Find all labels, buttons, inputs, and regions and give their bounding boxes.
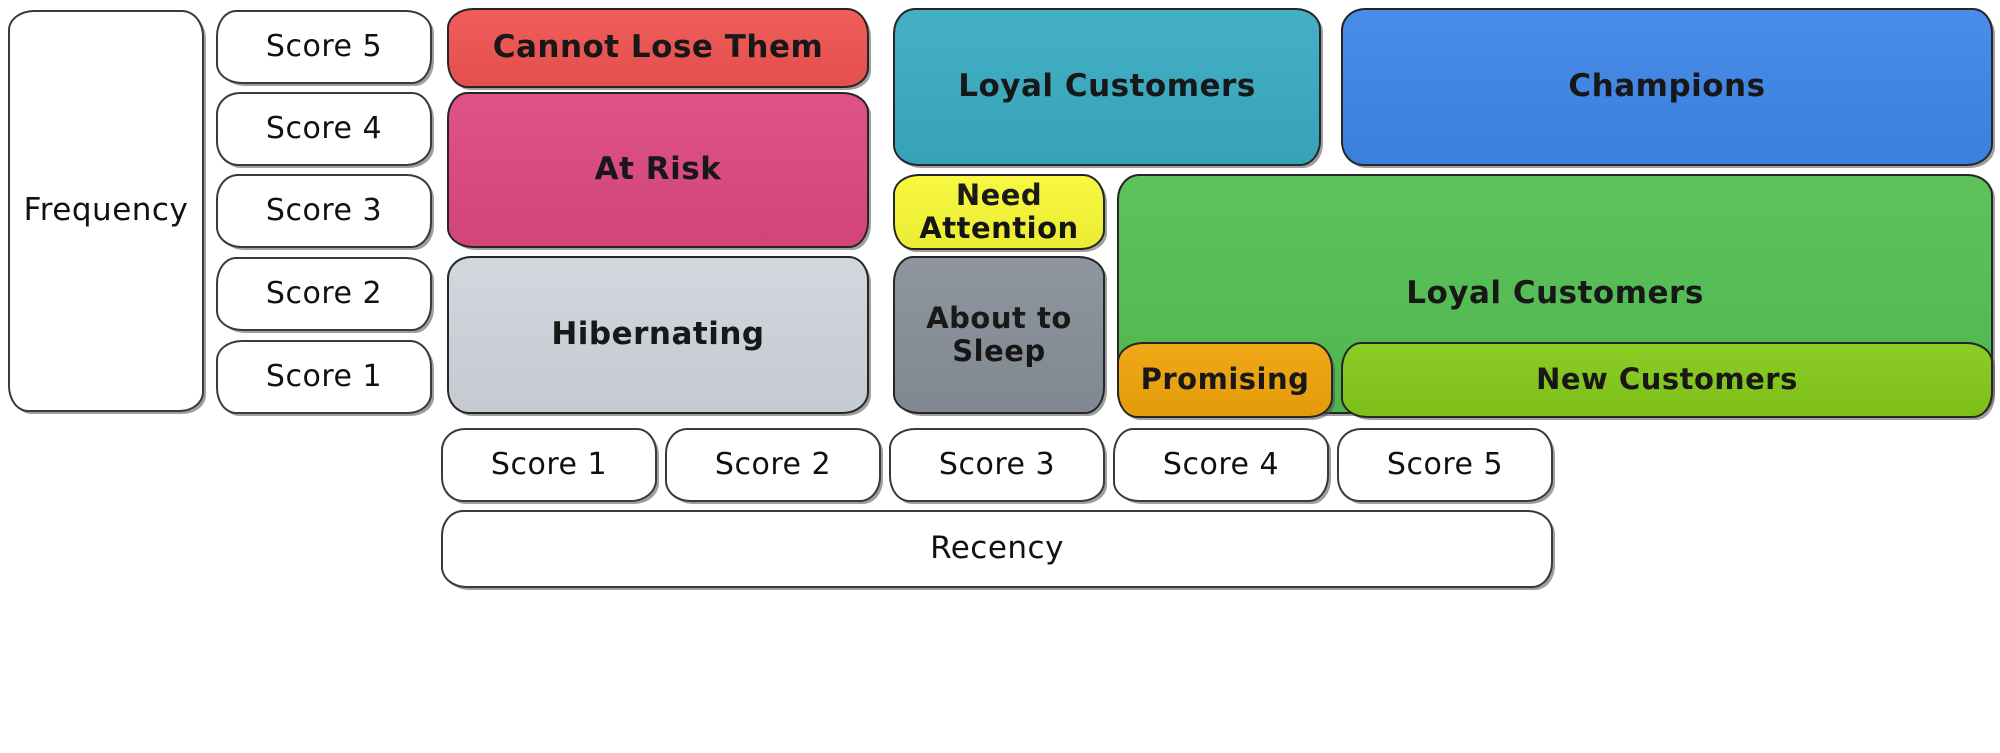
frequency-score-1: Score 1 (216, 340, 432, 414)
recency-score-1: Score 1 (441, 428, 657, 502)
segment-about-to-sleep[interactable]: About to Sleep (893, 256, 1105, 414)
segment-at-risk[interactable]: At Risk (447, 92, 869, 248)
segment-champions[interactable]: Champions (1341, 8, 1993, 166)
recency-score-4: Score 4 (1113, 428, 1329, 502)
frequency-axis-title: Frequency (8, 10, 204, 412)
segment-promising[interactable]: Promising (1117, 342, 1333, 418)
segment-hibernating[interactable]: Hibernating (447, 256, 869, 414)
segment-new-customers[interactable]: New Customers (1341, 342, 1993, 418)
frequency-score-5: Score 5 (216, 10, 432, 84)
recency-score-2: Score 2 (665, 428, 881, 502)
segment-loyal-customers-teal[interactable]: Loyal Customers (893, 8, 1321, 166)
recency-score-3: Score 3 (889, 428, 1105, 502)
segment-cannot-lose-them[interactable]: Cannot Lose Them (447, 8, 869, 88)
frequency-score-3: Score 3 (216, 174, 432, 248)
frequency-score-4: Score 4 (216, 92, 432, 166)
recency-axis-title: Recency (441, 510, 1553, 588)
recency-score-5: Score 5 (1337, 428, 1553, 502)
frequency-score-2: Score 2 (216, 257, 432, 331)
segment-need-attention[interactable]: Need Attention (893, 174, 1105, 250)
